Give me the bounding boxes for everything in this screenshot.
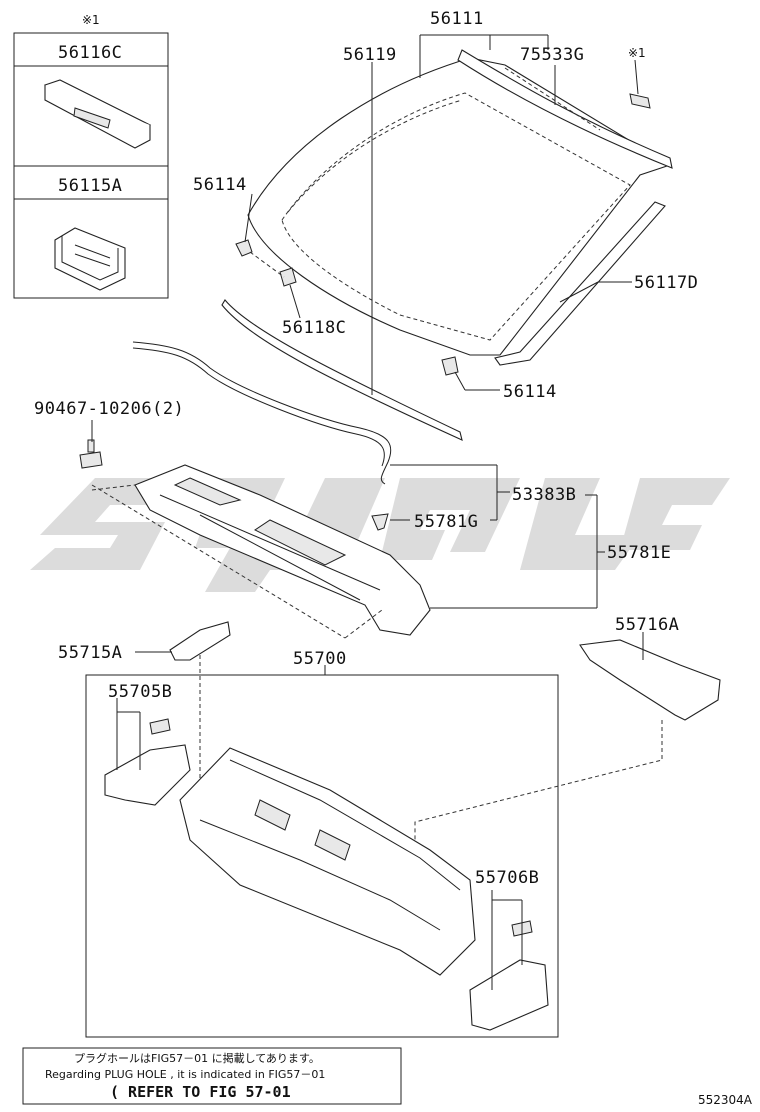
cowl-panel-55700-drawing <box>179 747 476 976</box>
label-75533g: 75533G <box>520 45 584 65</box>
label-56115a: 56115A <box>58 176 122 196</box>
label-56119: 56119 <box>343 45 397 65</box>
reference-note: プラグホールはFIG57－01 に掲載してあります。 Regarding PLU… <box>22 1047 402 1105</box>
label-55781e: 55781E <box>607 543 671 563</box>
group-box-55700 <box>85 674 559 1038</box>
label-55700: 55700 <box>293 649 347 669</box>
clip-90467-drawing <box>79 439 103 469</box>
figure-id: 552304A <box>698 1093 753 1107</box>
bracket-55706b-drawing <box>469 959 549 1031</box>
label-56114-bottom: 56114 <box>503 382 557 402</box>
note-english: Regarding PLUG HOLE , it is indicated in… <box>45 1068 325 1081</box>
clip-56115a-drawing <box>54 227 126 291</box>
clip-56116c-drawing <box>44 79 152 149</box>
leader-lines <box>91 34 644 990</box>
glass-mark: ※1 <box>628 46 646 60</box>
molding-56117d-drawing <box>494 201 666 366</box>
molding-75533g-drawing <box>457 49 673 169</box>
label-55706b: 55706B <box>475 868 539 888</box>
label-53383b: 53383B <box>512 485 576 505</box>
windshield-glass-drawing <box>247 57 672 356</box>
label-56116c: 56116C <box>58 43 122 63</box>
inset-panel <box>13 32 169 299</box>
label-55716a: 55716A <box>615 615 679 635</box>
label-56114-top: 56114 <box>193 175 247 195</box>
label-55715a: 55715A <box>58 643 122 663</box>
inset-mark: ※1 <box>82 13 100 27</box>
clip-56114a-drawing <box>235 239 253 257</box>
label-56111: 56111 <box>430 9 484 29</box>
dam-56119-drawing <box>221 299 463 441</box>
bracket-55715a-drawing <box>169 621 231 661</box>
note-japanese: プラグホールはFIG57－01 に掲載してあります。 <box>74 1051 320 1065</box>
plug-part-drawing <box>629 93 651 109</box>
clip-55705b-drawing <box>149 718 171 735</box>
label-56117d: 56117D <box>634 273 698 293</box>
label-55705b: 55705B <box>108 682 172 702</box>
note-refer: ( REFER TO FIG 57-01 <box>110 1083 291 1101</box>
clip-56114b-drawing <box>441 356 459 376</box>
label-90467-10206: 90467-10206(2) <box>34 399 184 419</box>
panel-55716a-drawing <box>579 639 721 721</box>
label-55781g: 55781G <box>414 512 478 532</box>
bracket-55705b-drawing <box>104 744 191 806</box>
seal-53383b-drawing <box>132 341 392 485</box>
label-56118c: 56118C <box>282 318 346 338</box>
spacer-56118c-drawing <box>279 267 297 287</box>
clip-55781g-drawing <box>371 513 389 531</box>
cowl-top-55781e-drawing <box>134 464 431 636</box>
